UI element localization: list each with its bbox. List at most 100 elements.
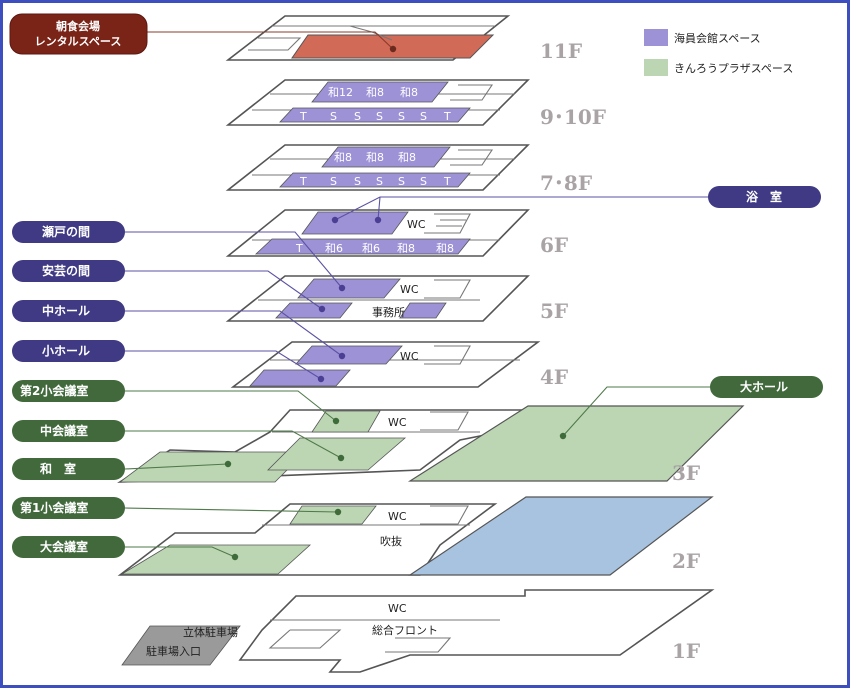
room-9-10-top-2: 和8 xyxy=(366,86,384,99)
tag-mid-hall: 中ホール xyxy=(12,300,125,322)
small-hall-space xyxy=(295,345,403,365)
room-9-10-bot-3: S xyxy=(354,110,361,123)
floor-label-6: 6F xyxy=(540,233,568,257)
tag-aki-label: 安芸の間 xyxy=(42,263,90,278)
floor-7-8: 和8 和8 和8 T S S S S S T xyxy=(225,144,530,191)
floor-3: WC xyxy=(117,405,745,483)
floor-label-11: 11F xyxy=(540,39,582,63)
room-9-10-top-3: 和8 xyxy=(400,86,418,99)
tag-washitsu: 和 室 xyxy=(12,458,125,480)
floor-2: WC 吹抜 xyxy=(117,496,714,576)
conf1-space xyxy=(289,505,377,525)
room-9-10-bot-1: T xyxy=(299,110,307,123)
floor-6-bath xyxy=(301,211,409,235)
room-7-8-bot-3: S xyxy=(354,175,361,188)
tag-mid-conf-label: 中会議室 xyxy=(40,423,88,438)
room-7-8-bot-4: S xyxy=(376,175,383,188)
room-7-8-top-2: 和8 xyxy=(366,151,384,164)
floor-7-8-kaiin-top xyxy=(321,146,451,168)
room-7-8-bot-7: T xyxy=(443,175,451,188)
room-9-10-bot-2: S xyxy=(330,110,337,123)
tag-big-hall: 大ホール xyxy=(710,376,823,398)
office-label: 事務所 xyxy=(372,305,405,319)
floor-label-7-8: 7･8F xyxy=(540,171,592,195)
tag-big-hall-label: 大ホール xyxy=(740,379,788,394)
parking-space xyxy=(121,625,241,666)
big-hall-space xyxy=(407,405,745,482)
floor-1: 立体駐車場 駐車場入口 WC 総合フロント xyxy=(121,589,715,673)
floor-6-kaiin-bottom xyxy=(254,238,471,255)
room-7-8-bot-1: T xyxy=(299,175,307,188)
room-7-8-top-3: 和8 xyxy=(398,151,416,164)
tag-mid-hall-label: 中ホール xyxy=(42,303,90,318)
room-6-3: 和6 xyxy=(362,242,380,255)
tag-seto: 瀬戸の間 xyxy=(12,221,125,243)
tag-conf1-label: 第1小会議室 xyxy=(20,500,88,515)
floor-4-kaiin-bottom xyxy=(249,369,351,387)
tag-mid-conf: 中会議室 xyxy=(12,420,125,442)
floor-label-3: 3F xyxy=(672,461,700,485)
legend-label-kaiin: 海員会館スペース xyxy=(674,31,761,45)
wc-3f: WC xyxy=(388,416,407,429)
tag-conf2: 第2小会議室 xyxy=(12,380,125,402)
room-9-10-bot-5: S xyxy=(398,110,405,123)
floor-label-1: 1F xyxy=(672,639,700,663)
wc-2f: WC xyxy=(388,510,407,523)
tag-big-conf-label: 大会議室 xyxy=(40,539,88,554)
leader-lines xyxy=(124,31,710,561)
floor-4: WC xyxy=(230,341,541,388)
floor-label-2: 2F xyxy=(672,549,700,573)
wc-5f: WC xyxy=(400,283,419,296)
room-6-4: 和8 xyxy=(397,242,415,255)
floor-label-5: 5F xyxy=(540,299,568,323)
tag-conf2-label: 第2小会議室 xyxy=(20,383,88,398)
room-6-2: 和6 xyxy=(325,242,343,255)
room-9-10-top-1: 和12 xyxy=(328,86,353,99)
room-9-10-bot-4: S xyxy=(376,110,383,123)
wc-6f: WC xyxy=(407,218,426,231)
front-desk-label: 総合フロント xyxy=(372,623,438,637)
parking-tower-label: 立体駐車場 xyxy=(183,625,238,639)
room-6-5: 和8 xyxy=(436,242,454,255)
tag-washitsu-label: 和 室 xyxy=(39,461,76,476)
wc-4f: WC xyxy=(400,350,419,363)
tag-breakfast: 朝食会場 レンタルスペース xyxy=(9,13,148,55)
floor-5-kaiin-right xyxy=(399,302,447,319)
tag-seto-label: 瀬戸の間 xyxy=(41,224,90,239)
room-7-8-top-1: 和8 xyxy=(334,151,352,164)
naka-hall-space xyxy=(297,278,401,299)
tag-breakfast-line1: 朝食会場 xyxy=(56,19,100,33)
floor-label-9-10: 9･10F xyxy=(540,105,606,129)
washitsu-space xyxy=(118,451,306,483)
tag-breakfast-line2: レンタルスペース xyxy=(35,35,122,48)
tag-bath: 浴 室 xyxy=(708,186,821,208)
room-6-1: T xyxy=(295,242,303,255)
legend-label-kinrou: きんろうプラザスペース xyxy=(674,62,793,75)
floor-2-blue-space xyxy=(408,496,714,576)
floor-7-8-kaiin-bottom xyxy=(279,172,471,188)
floor-6: WC T 和6 和6 和8 和8 xyxy=(225,209,530,257)
tag-bath-label: 浴 室 xyxy=(746,189,782,204)
floor-guide-diagram: 海員会館スペース きんろうプラザスペース 11F 和12 和8 和8 T S S… xyxy=(9,13,823,673)
tag-small-hall: 小ホール xyxy=(12,340,125,362)
floor-1-outline xyxy=(238,589,715,673)
mid-conf-space xyxy=(267,437,407,471)
floor-9-10-kaiin-bottom xyxy=(279,107,471,123)
parking-entrance-label: 駐車場入口 xyxy=(146,644,201,658)
floor-label-4: 4F xyxy=(540,365,568,389)
room-7-8-bot-5: S xyxy=(398,175,405,188)
room-7-8-bot-6: S xyxy=(420,175,427,188)
legend-swatch-kaiin xyxy=(644,29,668,46)
wc-1f: WC xyxy=(388,602,407,615)
room-7-8-bot-2: S xyxy=(330,175,337,188)
floor-5: WC 事務所 xyxy=(225,275,530,322)
floor-11 xyxy=(225,15,511,61)
conf2-space xyxy=(311,410,381,433)
tag-big-conf: 大会議室 xyxy=(12,536,125,558)
floor-9-10-kaiin-top xyxy=(311,81,449,103)
legend: 海員会館スペース きんろうプラザスペース xyxy=(644,29,793,76)
legend-swatch-kinrou xyxy=(644,59,668,76)
aki-room-space xyxy=(275,302,353,319)
tag-aki: 安芸の間 xyxy=(12,260,125,282)
